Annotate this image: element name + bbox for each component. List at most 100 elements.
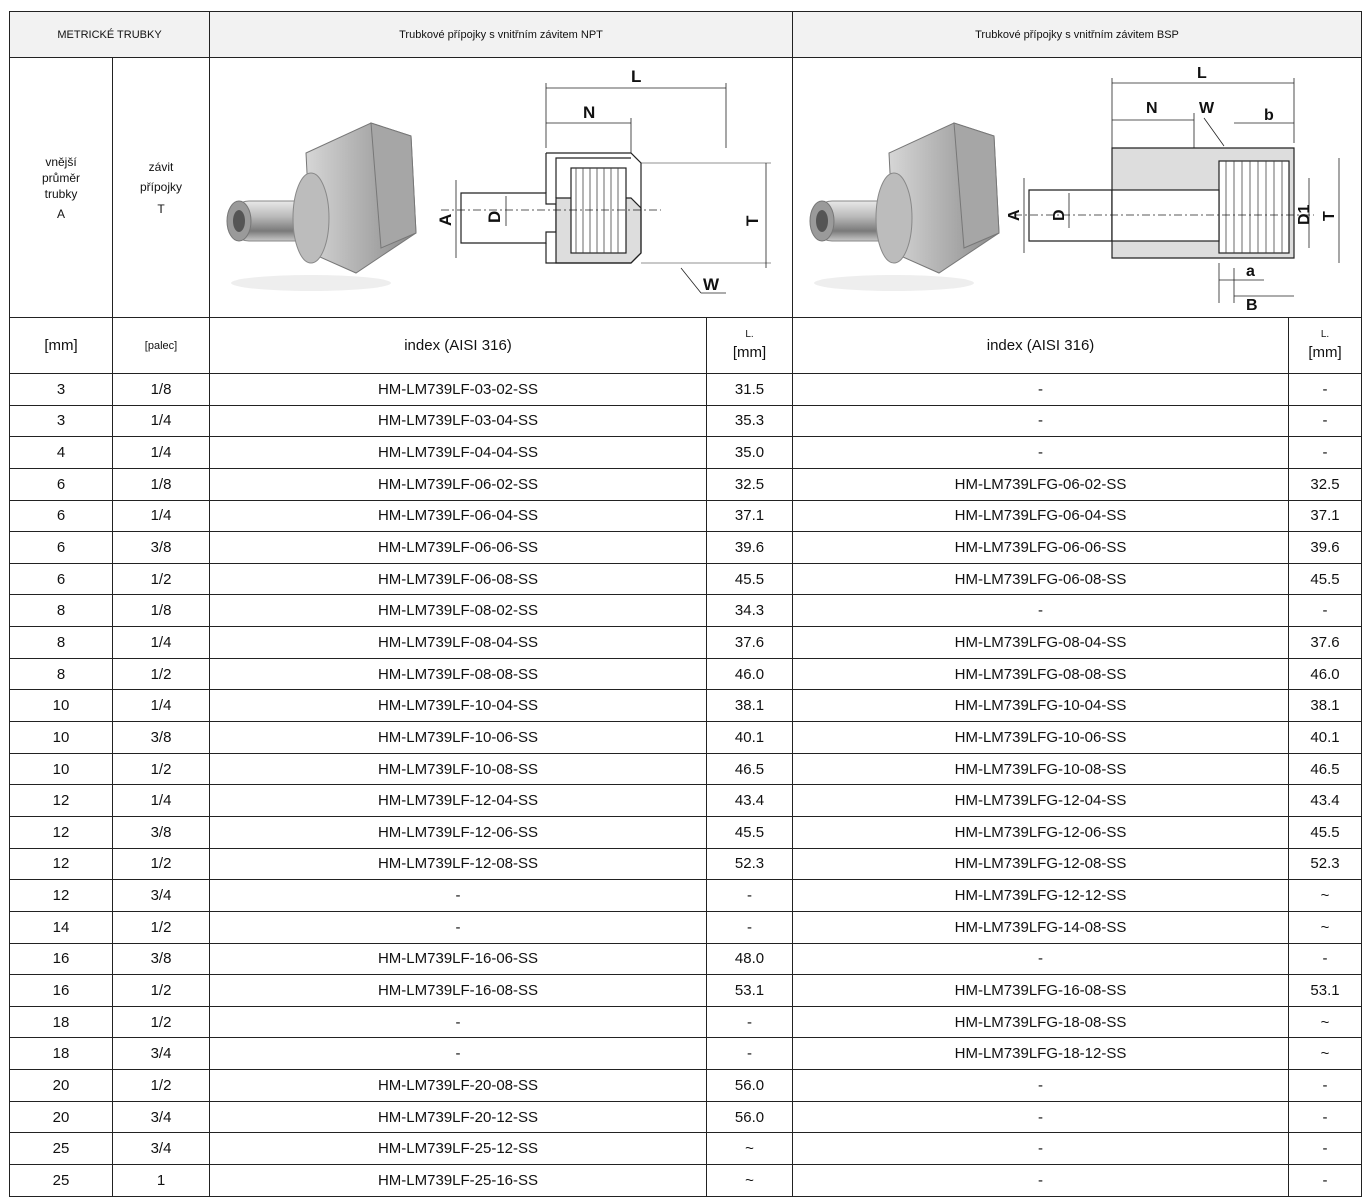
- npt-length-cell: 37.1: [705, 499, 794, 533]
- npt-length-cell: 46.5: [705, 752, 794, 786]
- tube-diameter-cell: 25: [9, 1132, 113, 1166]
- bsp-index-cell: -: [792, 436, 1290, 469]
- table-row: 8 1/2 HM-LM739LF-08-08-SS 46.0 HM-LM739L…: [9, 657, 1362, 691]
- dim-B: B: [1246, 297, 1258, 313]
- npt-index-cell: HM-LM739LF-25-16-SS: [209, 1164, 707, 1197]
- col-t-line: přípojky: [139, 179, 183, 194]
- thread-size-cell: 3/4: [112, 1037, 210, 1071]
- bsp-length-cell: 45.5: [1288, 815, 1362, 849]
- npt-length-cell: 32.5: [705, 467, 794, 501]
- thread-size-cell: 1: [112, 1164, 210, 1197]
- bsp-fitting-drawing: L N W b A D D1 T a B: [809, 65, 1340, 314]
- table-row: 20 1/2 HM-LM739LF-20-08-SS 56.0 - -: [9, 1069, 1362, 1102]
- tube-diameter-cell: 8: [9, 657, 113, 691]
- npt-index-cell: HM-LM739LF-16-08-SS: [209, 974, 707, 1007]
- bsp-length-cell: -: [1288, 1164, 1362, 1197]
- col-a-line: průměr: [41, 170, 80, 185]
- bsp-index-cell: HM-LM739LFG-10-08-SS: [792, 752, 1290, 786]
- bsp-index-cell: HM-LM739LFG-10-06-SS: [792, 721, 1290, 754]
- bsp-length-cell: ~: [1288, 1037, 1362, 1071]
- thread-size-cell: 1/4: [112, 436, 210, 469]
- bsp-index-cell: HM-LM739LFG-08-08-SS: [792, 657, 1290, 691]
- tube-diameter-cell: 20: [9, 1100, 113, 1134]
- table-row: 18 1/2 - - HM-LM739LFG-18-08-SS ~: [9, 1005, 1362, 1039]
- table-row: 12 3/8 HM-LM739LF-12-06-SS 45.5 HM-LM739…: [9, 815, 1362, 849]
- dim-W: W: [703, 275, 720, 294]
- fitting-photo: [809, 122, 1000, 291]
- bsp-length-cell: 37.1: [1288, 499, 1362, 533]
- table-row: 8 1/4 HM-LM739LF-08-04-SS 37.6 HM-LM739L…: [9, 626, 1362, 659]
- npt-length-cell: ~: [705, 1132, 794, 1166]
- tube-diameter-cell: 16: [9, 942, 113, 976]
- npt-length-cell: ~: [705, 1164, 794, 1197]
- bsp-index-cell: HM-LM739LFG-10-04-SS: [792, 689, 1290, 723]
- thread-size-cell: 1/2: [112, 1005, 210, 1039]
- bsp-fittings-header: Trubkové přípojky s vnitřním závitem BSP: [792, 11, 1362, 58]
- thread-size-cell: 1/2: [112, 657, 210, 691]
- thread-size-cell: 1/2: [112, 562, 210, 596]
- npt-length-cell: 34.3: [705, 594, 794, 628]
- table-row: 8 1/8 HM-LM739LF-08-02-SS 34.3 - -: [9, 594, 1362, 628]
- npt-index-cell: HM-LM739LF-12-04-SS: [209, 784, 707, 817]
- npt-length-cell: 35.0: [705, 436, 794, 469]
- bsp-index-header: index (AISI 316): [792, 317, 1290, 374]
- tube-diameter-cell: 12: [9, 879, 113, 912]
- npt-index-cell: HM-LM739LF-04-04-SS: [209, 436, 707, 469]
- dim-A: A: [1006, 209, 1023, 221]
- npt-length-cell: 43.4: [705, 784, 794, 817]
- npt-length-cell: 56.0: [705, 1069, 794, 1102]
- bsp-index-cell: HM-LM739LFG-06-08-SS: [792, 562, 1290, 596]
- table-row: 14 1/2 - - HM-LM739LFG-14-08-SS ~: [9, 910, 1362, 944]
- thread-size-cell: 1/2: [112, 847, 210, 881]
- dim-b: b: [1264, 107, 1274, 124]
- bsp-index-cell: HM-LM739LFG-12-06-SS: [792, 815, 1290, 849]
- dim-L: L: [631, 67, 641, 86]
- bsp-index-cell: HM-LM739LFG-06-04-SS: [792, 499, 1290, 533]
- group-header-row: METRICKÉ TRUBKY Trubkové přípojky s vnit…: [9, 11, 1362, 58]
- tube-diameter-cell: 6: [9, 531, 113, 564]
- bsp-index-cell: HM-LM739LFG-06-02-SS: [792, 467, 1290, 501]
- npt-index-cell: HM-LM739LF-10-06-SS: [209, 721, 707, 754]
- npt-index-cell: HM-LM739LF-06-02-SS: [209, 467, 707, 501]
- bsp-length-cell: -: [1288, 942, 1362, 976]
- dim-D: D: [485, 211, 504, 223]
- tube-diameter-cell: 12: [9, 815, 113, 849]
- bsp-index-cell: -: [792, 1100, 1290, 1134]
- tube-diameter-cell: 16: [9, 974, 113, 1007]
- npt-fitting-drawing: L N A D T W: [226, 67, 771, 294]
- table-row: 18 3/4 - - HM-LM739LFG-18-12-SS ~: [9, 1037, 1362, 1071]
- thread-size-cell: 3/4: [112, 879, 210, 912]
- bsp-length-cell: 32.5: [1288, 467, 1362, 501]
- bsp-index-cell: HM-LM739LFG-08-04-SS: [792, 626, 1290, 659]
- bsp-length-cell: 52.3: [1288, 847, 1362, 881]
- bsp-index-cell: -: [792, 1069, 1290, 1102]
- fitting-photo: [226, 122, 417, 291]
- thread-size-cell: 3/4: [112, 1132, 210, 1166]
- col-t-line: závit: [148, 159, 174, 174]
- npt-index-cell: HM-LM739LF-16-06-SS: [209, 942, 707, 976]
- npt-length-cell: 35.3: [705, 404, 794, 438]
- tube-diameter-cell: 10: [9, 689, 113, 723]
- bsp-length-cell: 40.1: [1288, 721, 1362, 754]
- npt-length-cell: 46.0: [705, 657, 794, 691]
- table-body: 3 1/8 HM-LM739LF-03-02-SS 31.5 - - 3 1/4…: [9, 373, 1362, 1197]
- npt-technical-drawing: [441, 83, 771, 294]
- npt-length-cell: -: [705, 879, 794, 912]
- bsp-length-cell: 43.4: [1288, 784, 1362, 817]
- table-row: 16 1/2 HM-LM739LF-16-08-SS 53.1 HM-LM739…: [9, 974, 1362, 1007]
- col-a-line: A: [56, 206, 65, 221]
- dim-N: N: [583, 103, 595, 122]
- tube-diameter-cell: 6: [9, 467, 113, 501]
- npt-length-cell: -: [705, 1037, 794, 1071]
- npt-length-cell: 56.0: [705, 1100, 794, 1134]
- l-label: L.: [745, 328, 754, 340]
- tube-diameter-cell: 8: [9, 594, 113, 628]
- bsp-index-cell: -: [792, 1164, 1290, 1197]
- bsp-length-cell: -: [1288, 404, 1362, 438]
- table-row: 10 3/8 HM-LM739LF-10-06-SS 40.1 HM-LM739…: [9, 721, 1362, 754]
- npt-index-cell: HM-LM739LF-08-04-SS: [209, 626, 707, 659]
- npt-index-cell: HM-LM739LF-08-08-SS: [209, 657, 707, 691]
- bsp-length-cell: 37.6: [1288, 626, 1362, 659]
- thread-size-cell: 3/8: [112, 531, 210, 564]
- tube-diameter-cell: 3: [9, 404, 113, 438]
